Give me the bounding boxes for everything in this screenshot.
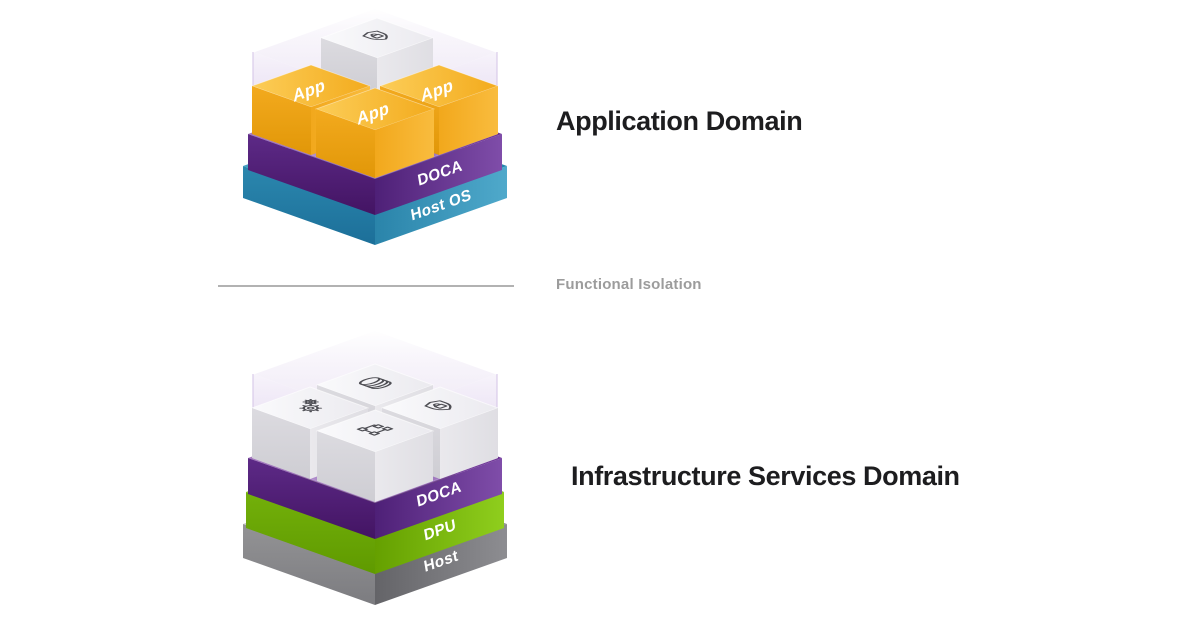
functional-isolation-divider [218,285,514,287]
app-cube-front: App [314,87,436,178]
infrastructure-domain-stack: DOCA DPU Host [243,329,507,605]
functional-isolation-label: Functional Isolation [556,276,702,293]
shield-lock-icon [362,30,388,40]
shield-cube [319,17,435,96]
network-tree-icon [356,424,394,436]
application-domain-title: Application Domain [556,106,803,136]
application-domain-stack: App App App DOCA Host OS [243,7,507,245]
gears-icon [299,399,323,413]
shield-lock-icon [424,400,452,411]
database-icon [358,377,392,389]
network-cube [315,409,435,502]
infrastructure-domain-title: Infrastructure Services Domain [571,461,960,491]
